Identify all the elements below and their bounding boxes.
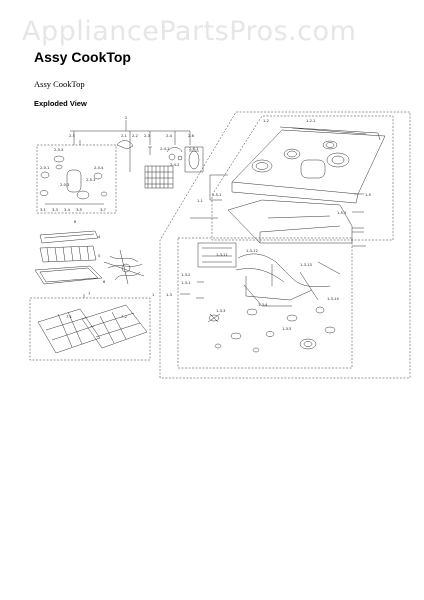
part-label: 1-5 <box>365 193 371 197</box>
part-label: 7 <box>88 292 90 296</box>
part-label: 1-3-12 <box>246 249 258 253</box>
part-label: 1-2-1 <box>306 119 315 123</box>
burner-box-icon <box>227 199 364 244</box>
igniter-part <box>188 150 200 170</box>
part-label: 1-1 <box>197 199 203 203</box>
part-label: 3-3 <box>52 208 58 212</box>
wire-rack-icon <box>144 165 174 189</box>
part-label: 1-5-2 <box>337 211 346 215</box>
part-label: 1 <box>152 293 154 297</box>
part-label: 8 <box>74 220 77 224</box>
spring-part <box>168 153 176 161</box>
burner-valve-icon <box>207 306 336 353</box>
part-label: 2-0-1 <box>40 166 49 170</box>
part-label: 2-5 <box>69 134 75 138</box>
part-label: 1-3-13 <box>300 263 312 267</box>
leader-lines <box>79 120 127 145</box>
burner-grate-icon <box>81 304 148 349</box>
part-label: 1-3-5 <box>282 327 291 331</box>
watermark-text: AppliancePartsPros.com <box>22 16 357 47</box>
griddle-icon <box>39 230 99 244</box>
grill-grate-icon <box>39 245 97 263</box>
part-label: 2-0-3 <box>60 183 69 187</box>
part-label: 7-1 <box>66 315 72 319</box>
part-label: 1-3-14 <box>327 297 339 301</box>
part-label: 2-4-2 <box>170 163 179 167</box>
part-label: 2-6-1 <box>189 147 198 151</box>
part-label: 6 <box>103 280 106 284</box>
part-label: 1-3 <box>166 293 172 297</box>
burner-element-icon <box>103 249 145 285</box>
broiler-pan-icon <box>34 265 103 285</box>
cooktop-panel-icon <box>231 126 386 204</box>
leader-lines <box>180 174 366 299</box>
part-label: 2 <box>125 116 127 120</box>
part-label: 2-4-1 <box>160 147 169 151</box>
grates-group-box <box>29 297 151 361</box>
part-label: 2-1 <box>121 134 127 138</box>
part-label: 2-6 <box>188 134 195 138</box>
part-label: 5 <box>98 254 100 258</box>
burner-grate-icon <box>37 308 101 354</box>
part-label: 2-3 <box>144 134 150 138</box>
screw-icon <box>148 146 152 155</box>
part-label: 2-4 <box>166 134 173 138</box>
part-label: 3-4 <box>64 208 71 212</box>
part-label: 2-2 <box>132 134 138 138</box>
switch-part <box>116 140 134 150</box>
part-label: 1-3-4 <box>258 303 268 307</box>
part-label: 1-2 <box>263 119 269 123</box>
bracket-line-2 <box>70 130 191 172</box>
part-label: 1-3-2 <box>181 273 190 277</box>
part-label: 1-3-1 <box>181 281 190 285</box>
knob-icon <box>40 171 50 179</box>
burner-assembly-box <box>177 237 353 369</box>
part-label: 2-0-4 <box>94 166 104 170</box>
part-label: 1-5-1 <box>212 193 221 197</box>
knob-icon <box>39 190 49 196</box>
top-panel-box <box>211 115 394 241</box>
part-label: 1-3-11 <box>216 253 228 257</box>
page-title: Assy CookTop <box>34 49 131 65</box>
knob-group-box <box>36 144 117 214</box>
part-label: 4 <box>98 235 101 239</box>
part-label: 1-3-3 <box>216 309 225 313</box>
part-label: 3-5 <box>76 208 82 212</box>
gas-manifold-icon <box>197 242 341 307</box>
part-label: 3-7 <box>100 208 106 212</box>
part-label: 2-0-2 <box>54 148 63 152</box>
knob-cap-icon <box>66 169 82 193</box>
knob-icon <box>53 155 65 163</box>
assembly-subtitle: Assy CookTop <box>34 79 85 89</box>
part-label: 3-1 <box>40 208 46 212</box>
knob-icon <box>93 172 103 180</box>
section-label: Exploded View <box>34 99 87 108</box>
part-label: 2-5-3 <box>86 178 95 182</box>
part-label: 7-2 <box>121 315 127 319</box>
knob-icon <box>76 190 90 200</box>
